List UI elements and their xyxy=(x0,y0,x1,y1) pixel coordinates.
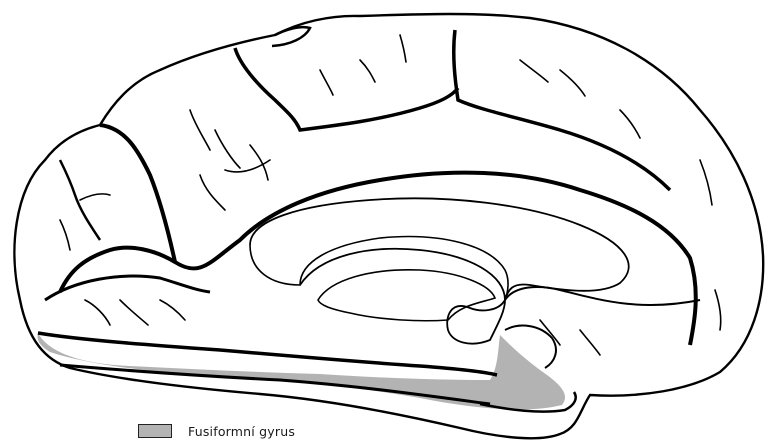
third-ventricle-outline xyxy=(318,270,495,321)
corpus-callosum-inner xyxy=(250,237,508,300)
central-notch xyxy=(454,30,670,190)
legend-swatch xyxy=(138,424,172,438)
brain-outer-contour xyxy=(14,14,763,438)
paracentral-sulcus xyxy=(235,48,458,130)
calcarine-sulcus xyxy=(45,276,210,300)
corpus-callosum-outer xyxy=(250,198,629,300)
superior-sulcus-band xyxy=(100,125,175,262)
legend-label: Fusiformní gyrus xyxy=(188,424,295,439)
upper-fold xyxy=(272,27,310,46)
legend: Fusiformní gyrus xyxy=(138,422,295,440)
thalamus-loop xyxy=(300,249,505,344)
cingulate-sulcus xyxy=(60,173,696,345)
